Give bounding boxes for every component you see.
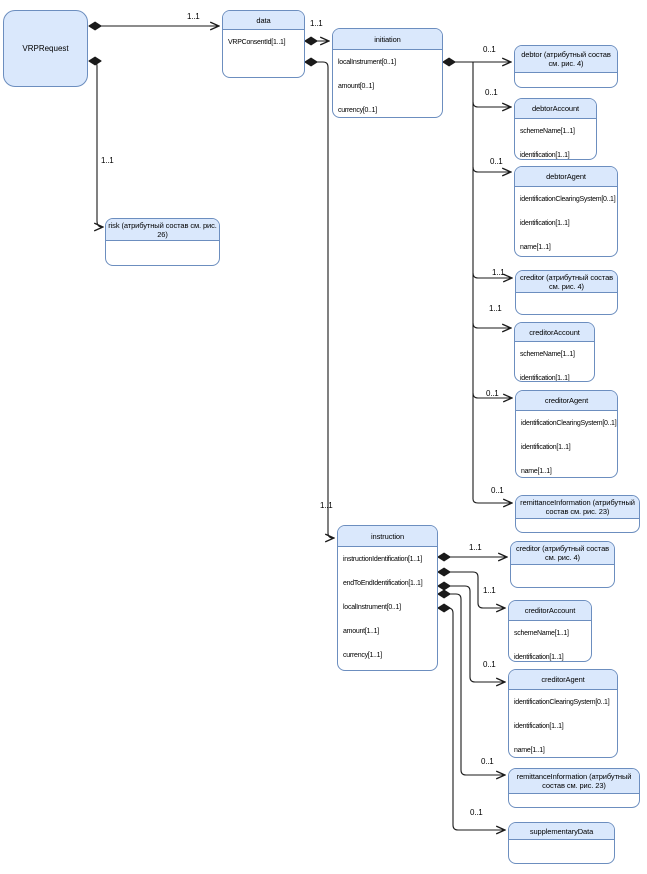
cardinality-label: 0..1	[483, 660, 496, 669]
cardinality-label: 1..1	[469, 543, 482, 552]
node-debtor: debtor (атрибутный состав см. рис. 4)	[514, 45, 618, 88]
cardinality-label: 1..1	[492, 268, 505, 277]
attribute-row: localInstrument[0..1]	[338, 58, 396, 66]
cardinality-label: 0..1	[481, 757, 494, 766]
cardinality-label: 1..1	[489, 304, 502, 313]
attribute-row: identificationClearingSystem[0..1]	[521, 419, 617, 427]
node-creditorAgent-instruction: creditorAgent identificationClearingSyst…	[508, 669, 618, 758]
node-risk: risk (атрибутный состав см. рис. 26)	[105, 218, 220, 266]
node-debtorAccount-title: debtorAccount	[515, 99, 596, 119]
attribute-row: currency[0..1]	[338, 106, 377, 114]
cardinality-label: 0..1	[490, 157, 503, 166]
cardinality-label: 0..1	[483, 45, 496, 54]
cardinality-label: 0..1	[470, 808, 483, 817]
node-instruction: instruction instructionIdentification[1.…	[337, 525, 438, 671]
attribute-row: identification[1..1]	[514, 653, 564, 661]
cardinality-label: 1..1	[187, 12, 200, 21]
attribute-row: name[1..1]	[520, 243, 551, 251]
node-creditorAccount-instruction-title: creditorAccount	[509, 601, 591, 621]
node-supplementaryData-title: supplementaryData	[509, 823, 614, 840]
attribute-row: localInstrument[0..1]	[343, 603, 401, 611]
node-remittanceInformation-initiation: remittanceInformation (атрибутный состав…	[515, 495, 640, 533]
node-vrprequest-title: VRPRequest	[22, 44, 69, 53]
node-debtorAgent-title: debtorAgent	[515, 167, 617, 187]
attribute-row: identificationClearingSystem[0..1]	[520, 195, 616, 203]
cardinality-label: 1..1	[483, 586, 496, 595]
node-creditor-initiation-title: creditor (атрибутный состав см. рис. 4)	[516, 271, 617, 293]
node-creditor-initiation: creditor (атрибутный состав см. рис. 4)	[515, 270, 618, 315]
node-creditor-instruction-title: creditor (атрибутный состав см. рис. 4)	[511, 542, 614, 565]
cardinality-label: 1..1	[310, 19, 323, 28]
attribute-row: endToEndIdentification[1..1]	[343, 579, 423, 587]
attribute-row: amount[1..1]	[343, 627, 379, 635]
node-creditorAccount-initiation: creditorAccount schemeName[1..1] identif…	[514, 322, 595, 382]
attribute-row: schemeName[1..1]	[514, 629, 569, 637]
cardinality-label: 0..1	[486, 389, 499, 398]
node-instruction-title: instruction	[338, 526, 437, 547]
node-debtor-title: debtor (атрибутный состав см. рис. 4)	[515, 46, 617, 73]
attribute-row: identification[1..1]	[520, 219, 570, 227]
node-creditorAgent-instruction-title: creditorAgent	[509, 670, 617, 690]
attribute-row: identification[1..1]	[520, 151, 570, 159]
attribute-row: instructionIdentification[1..1]	[343, 555, 423, 563]
node-creditorAccount-initiation-title: creditorAccount	[515, 323, 594, 342]
cardinality-label: 0..1	[485, 88, 498, 97]
attribute-row: schemeName[1..1]	[520, 127, 575, 135]
node-data-title: data	[223, 11, 304, 30]
attribute-row: name[1..1]	[521, 467, 552, 475]
node-initiation-title: initiation	[333, 29, 442, 50]
attribute-row: schemeName[1..1]	[520, 350, 575, 358]
attribute-row: identification[1..1]	[520, 374, 570, 382]
attribute-row: name[1..1]	[514, 746, 545, 754]
attribute-row: currency[1..1]	[343, 651, 382, 659]
cardinality-label: 0..1	[491, 486, 504, 495]
cardinality-label: 1..1	[320, 501, 333, 510]
node-data: data VRPConsentId[1..1]	[222, 10, 305, 78]
node-supplementaryData: supplementaryData	[508, 822, 615, 864]
node-creditor-instruction: creditor (атрибутный состав см. рис. 4)	[510, 541, 615, 588]
node-remittanceInformation-instruction-title: remittanceInformation (атрибутный состав…	[509, 769, 639, 794]
attribute-row: identificationClearingSystem[0..1]	[514, 698, 610, 706]
node-creditorAccount-instruction: creditorAccount schemeName[1..1] identif…	[508, 600, 592, 662]
attribute-row: VRPConsentId[1..1]	[228, 38, 286, 46]
attribute-row: identification[1..1]	[514, 722, 564, 730]
cardinality-label: 1..1	[101, 156, 114, 165]
node-debtorAccount: debtorAccount schemeName[1..1] identific…	[514, 98, 597, 160]
attribute-row: amount[0..1]	[338, 82, 374, 90]
node-vrprequest: VRPRequest	[3, 10, 88, 87]
node-initiation: initiation localInstrument[0..1] amount[…	[332, 28, 443, 118]
attribute-row: identification[1..1]	[521, 443, 571, 451]
node-risk-title: risk (атрибутный состав см. рис. 26)	[106, 219, 219, 241]
node-remittanceInformation-initiation-title: remittanceInformation (атрибутный состав…	[516, 496, 639, 519]
node-creditorAgent-initiation-title: creditorAgent	[516, 391, 617, 411]
node-remittanceInformation-instruction: remittanceInformation (атрибутный состав…	[508, 768, 640, 808]
node-creditorAgent-initiation: creditorAgent identificationClearingSyst…	[515, 390, 618, 478]
node-debtorAgent: debtorAgent identificationClearingSystem…	[514, 166, 618, 257]
